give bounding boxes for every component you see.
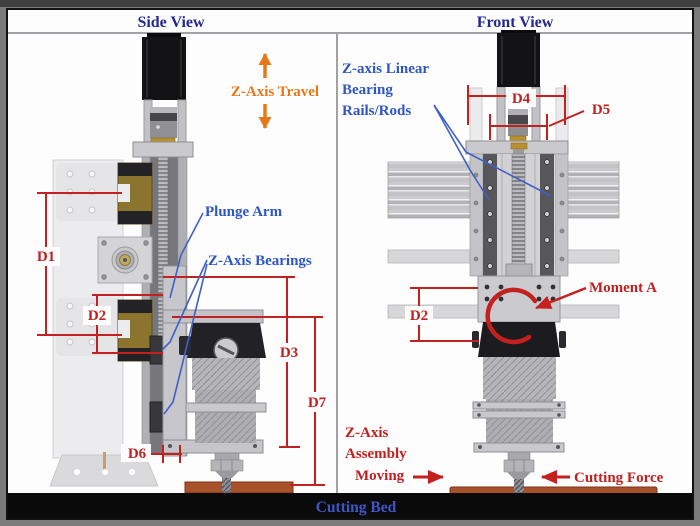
- rails-leader-right: [433, 104, 552, 197]
- rails-leader-left: [433, 104, 490, 201]
- assembly-moving-line3: Moving: [355, 468, 405, 484]
- dim-d3-label: D3: [280, 345, 298, 361]
- rails-label-line2: Bearing: [342, 82, 393, 98]
- stepper-motor-front: [497, 30, 540, 87]
- cutting-bit-side: [222, 478, 231, 491]
- spindle-clamp-bar: [472, 410, 566, 419]
- x-axis-bearing-blocks: [117, 162, 153, 362]
- z-bearing-upper: [149, 335, 164, 365]
- z-axis-travel-label: Z-Axis Travel: [231, 84, 319, 100]
- dim-d2-side-label: D2: [88, 308, 106, 324]
- dim-d6-label: D6: [128, 446, 147, 462]
- front-view-title: Front View: [477, 14, 554, 31]
- dim-d5-label: D5: [592, 102, 610, 118]
- spindle-clamp-ring: [185, 402, 267, 413]
- assembly-moving-line2: Assembly: [345, 446, 407, 462]
- moment-leader-arrow: [535, 286, 587, 310]
- top-plate-side: [132, 141, 194, 158]
- brass-washer: [509, 135, 527, 142]
- center-bearing-plate: [97, 236, 153, 284]
- outer-frame-top-edge: [0, 0, 700, 7]
- dimension-lines-side: [37, 192, 325, 486]
- dim-d1-label: D1: [37, 249, 55, 265]
- motor-standoff: [177, 99, 187, 143]
- spindle-mount-block: [477, 275, 561, 323]
- spindle-side: [179, 323, 267, 443]
- spindle-clamp-bar: [472, 401, 566, 410]
- spindle-bottom-plate: [473, 442, 565, 453]
- plunge-arm-label: Plunge Arm: [205, 204, 283, 220]
- side-view-title: Side View: [137, 14, 205, 31]
- cutting-bed-label: Cutting Bed: [316, 499, 397, 516]
- collet-and-bit-front: [503, 451, 535, 498]
- z-carriage-front: [469, 142, 569, 277]
- cutting-force-label: Cutting Force: [574, 470, 664, 486]
- bearing-block-top: [117, 162, 153, 225]
- z-axis-bearings-label: Z-Axis Bearings: [208, 253, 312, 269]
- lead-screw-front: [511, 153, 526, 265]
- bearings-leader-1: [161, 259, 208, 351]
- anti-backlash-nut: [505, 263, 533, 277]
- label-backings: [32, 89, 536, 462]
- leader-lines: [161, 104, 552, 415]
- cutting-bit-front: [514, 479, 524, 492]
- moment-a-label: Moment A: [589, 280, 657, 296]
- cutting-bed-bar: Cutting Bed: [8, 493, 692, 518]
- bearings-leader-2: [163, 263, 208, 415]
- plunge-arm-leader: [169, 212, 204, 299]
- workpiece-side: [184, 481, 294, 494]
- shaft-coupler-side: [150, 107, 177, 144]
- collet-and-bit-side: [210, 452, 244, 497]
- stepper-motor-side: [142, 33, 186, 100]
- rails-label-line3: Rails/Rods: [342, 103, 411, 119]
- gantry-extrusions: [387, 161, 620, 319]
- dim-d2-front-label: D2: [410, 308, 428, 324]
- dim-d4-label: D4: [512, 91, 531, 107]
- moment-rotation-arc: [485, 287, 538, 345]
- rails-label-line1: Z-axis Linear: [342, 61, 429, 77]
- z-bearing-lower: [149, 401, 164, 433]
- annotations: D1 D2 D3 D6 D7 D4 D5 D2 Z-Axis Travel Pl…: [32, 53, 664, 486]
- bearing-block-bottom: [117, 299, 153, 362]
- spindle-front: [472, 322, 566, 453]
- assembly-moving-line1: Z-Axis: [345, 425, 389, 441]
- dim-d7-label: D7: [308, 395, 327, 411]
